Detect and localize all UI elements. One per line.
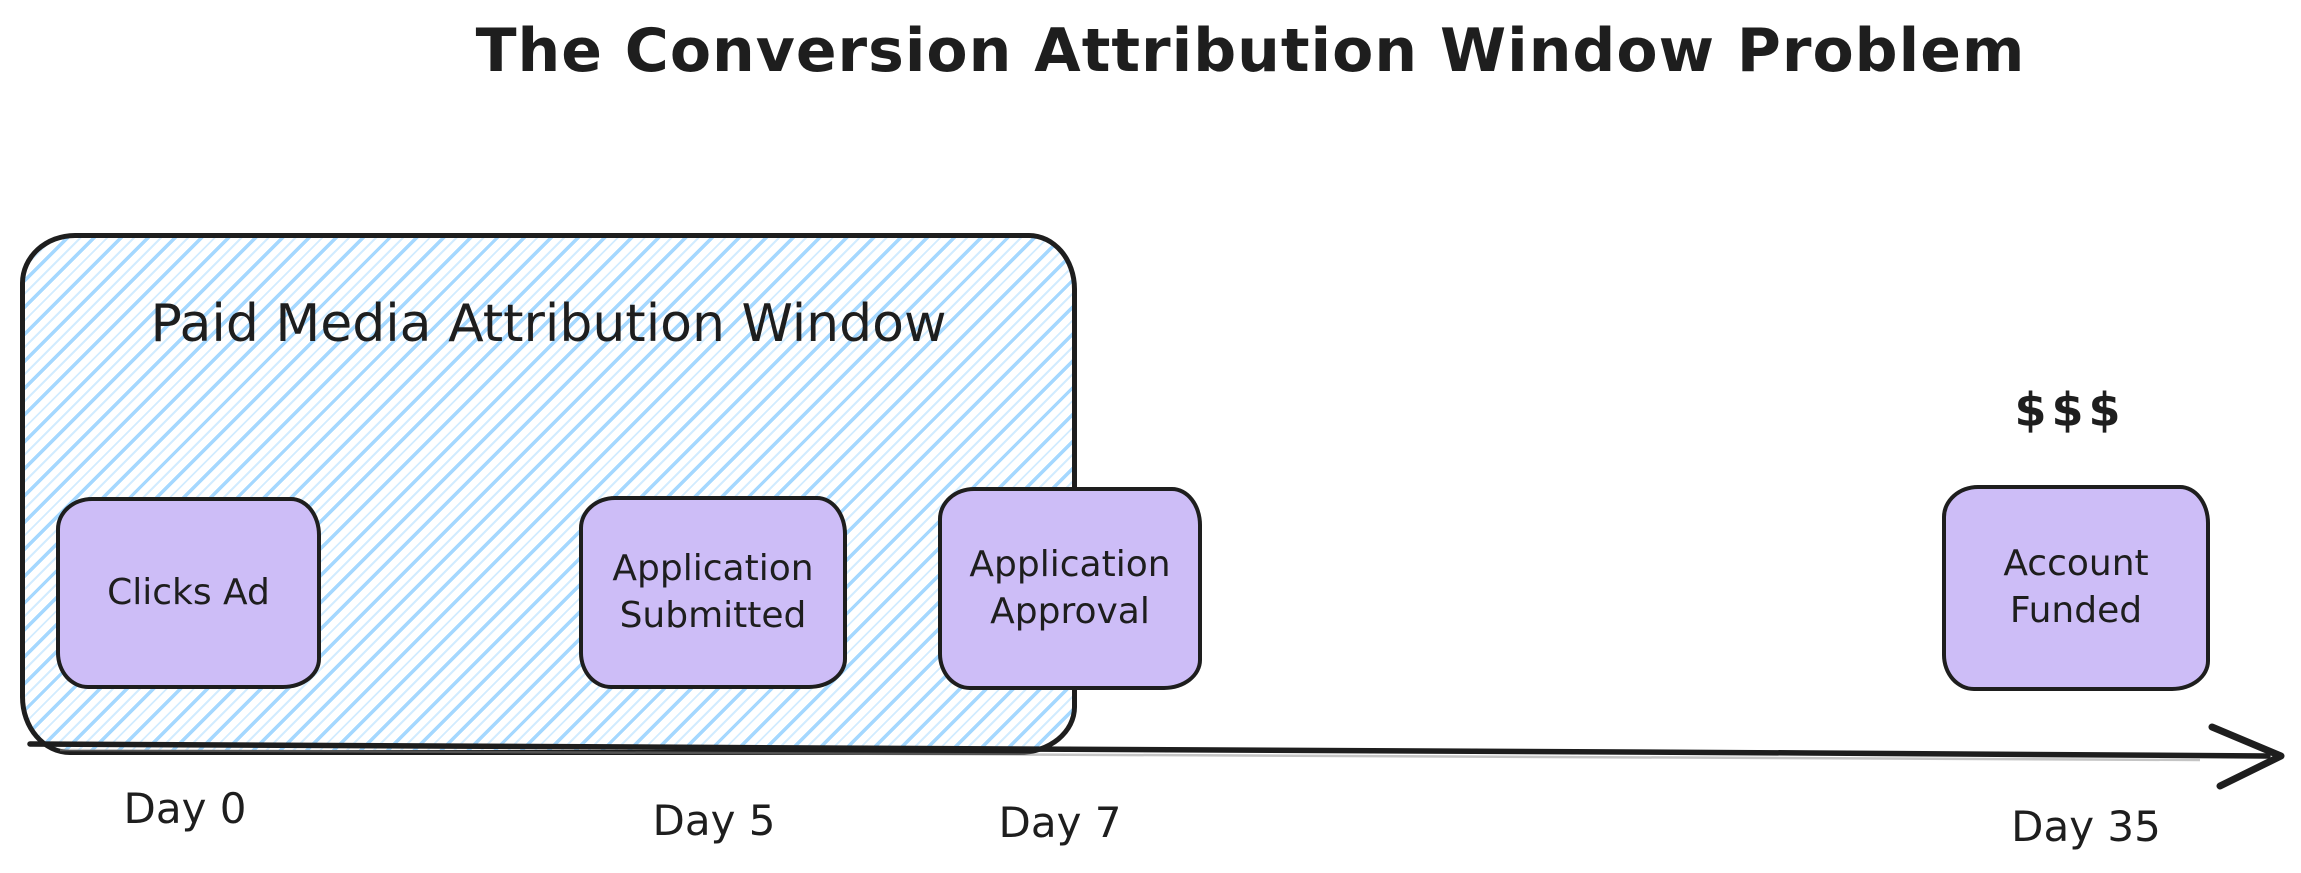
event-label-account-funded: Account Funded: [2003, 543, 2149, 631]
attribution-window-label: Paid Media Attribution Window: [150, 294, 947, 354]
event-box-application-submitted[interactable]: Application Submitted: [579, 496, 847, 689]
timeline-label-day-7: Day 7: [998, 798, 1122, 847]
attribution-window-box[interactable]: Paid Media Attribution Window: [20, 233, 1077, 755]
timeline-arrowhead-icon: [2208, 723, 2285, 790]
event-label-application-approval: Application Approval: [969, 543, 1171, 632]
event-label-application-submitted: Application Submitted: [612, 547, 814, 636]
event-box-clicks-ad[interactable]: Clicks Ad: [56, 497, 321, 689]
diagram-title: The Conversion Attribution Window Proble…: [475, 16, 2026, 86]
event-box-application-approval[interactable]: Application Approval: [938, 487, 1202, 690]
money-label: $$$: [2014, 383, 2126, 437]
timeline-label-day-5: Day 5: [652, 796, 776, 845]
event-box-account-funded[interactable]: Account Funded: [1942, 485, 2210, 691]
timeline-label-day-35: Day 35: [2011, 802, 2161, 851]
timeline-label-day-0: Day 0: [123, 784, 247, 833]
event-label-clicks-ad: Clicks Ad: [107, 571, 270, 613]
timeline-arrow-shaft: [27, 740, 2271, 759]
